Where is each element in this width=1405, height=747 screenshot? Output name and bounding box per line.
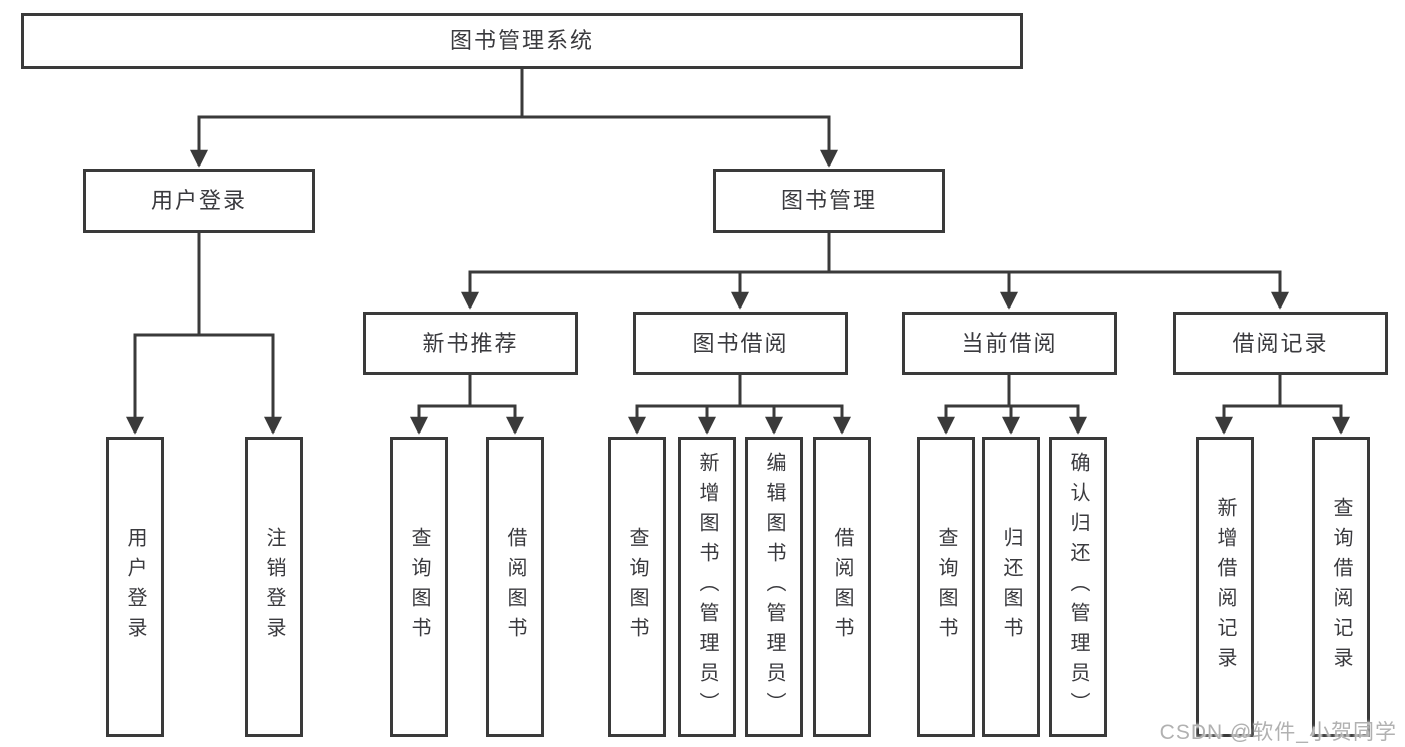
leaf-label: 新增借阅记录 [1214,497,1236,677]
leaf-return-book: 归还图书 [982,437,1040,737]
connector-current-borrow-to-children [937,375,1087,435]
csdn-watermark: CSDN @软件_小贺同学 [1159,721,1397,744]
leaf-label: 确认归还（管理员） [1067,452,1089,722]
leaf-borrow-books-recommend: 借阅图书 [486,437,544,737]
leaf-query-books-borrow: 查询图书 [608,437,666,737]
connector-borrow-records-to-children [1215,375,1350,435]
leaf-label: 新增图书（管理员） [696,452,718,722]
leaf-label: 编辑图书（管理员） [763,452,785,722]
connector-new-book-recommend-to-children [410,375,524,435]
leaf-label: 查询图书 [626,527,648,647]
leaf-confirm-return-admin: 确认归还（管理员） [1049,437,1107,737]
leaf-query-borrow-record: 查询借阅记录 [1312,437,1370,737]
node-label: 图书管理 [780,188,877,213]
node-label: 当前借阅 [961,330,1058,356]
leaf-label: 借阅图书 [831,527,853,647]
leaf-user-login: 用户登录 [106,437,164,737]
connector-root-to-level2 [190,69,838,168]
node-label: 用户登录 [150,188,247,213]
node-current-borrow: 当前借阅 [902,312,1117,375]
node-library-management-system: 图书管理系统 [21,13,1023,69]
connector-book-borrow-to-children [628,375,851,435]
leaf-label: 归还图书 [1000,527,1022,647]
connector-user-login-to-children [126,233,282,435]
leaf-edit-book-admin: 编辑图书（管理员） [745,437,803,737]
leaf-logout: 注销登录 [245,437,303,737]
leaf-label: 注销登录 [263,527,285,647]
node-label: 图书借阅 [692,330,789,356]
leaf-query-books-current: 查询图书 [917,437,975,737]
node-label: 新书推荐 [422,330,519,356]
leaf-query-books-recommend: 查询图书 [390,437,448,737]
leaf-label: 查询图书 [408,527,430,647]
leaf-label: 借阅图书 [504,527,526,647]
node-book-borrow: 图书借阅 [633,312,848,375]
leaf-label: 查询图书 [935,527,957,647]
leaf-add-book-admin: 新增图书（管理员） [678,437,736,737]
leaf-label: 查询借阅记录 [1330,497,1352,677]
node-user-login: 用户登录 [83,169,315,233]
node-new-book-recommend: 新书推荐 [363,312,578,375]
leaf-borrow-books: 借阅图书 [813,437,871,737]
node-book-management: 图书管理 [713,169,945,233]
connector-book-management-to-level3 [461,233,1289,310]
leaf-add-borrow-record: 新增借阅记录 [1196,437,1254,737]
node-label: 借阅记录 [1232,330,1329,356]
node-borrow-records: 借阅记录 [1173,312,1388,375]
leaf-label: 用户登录 [124,527,146,647]
node-label: 图书管理系统 [449,28,594,53]
